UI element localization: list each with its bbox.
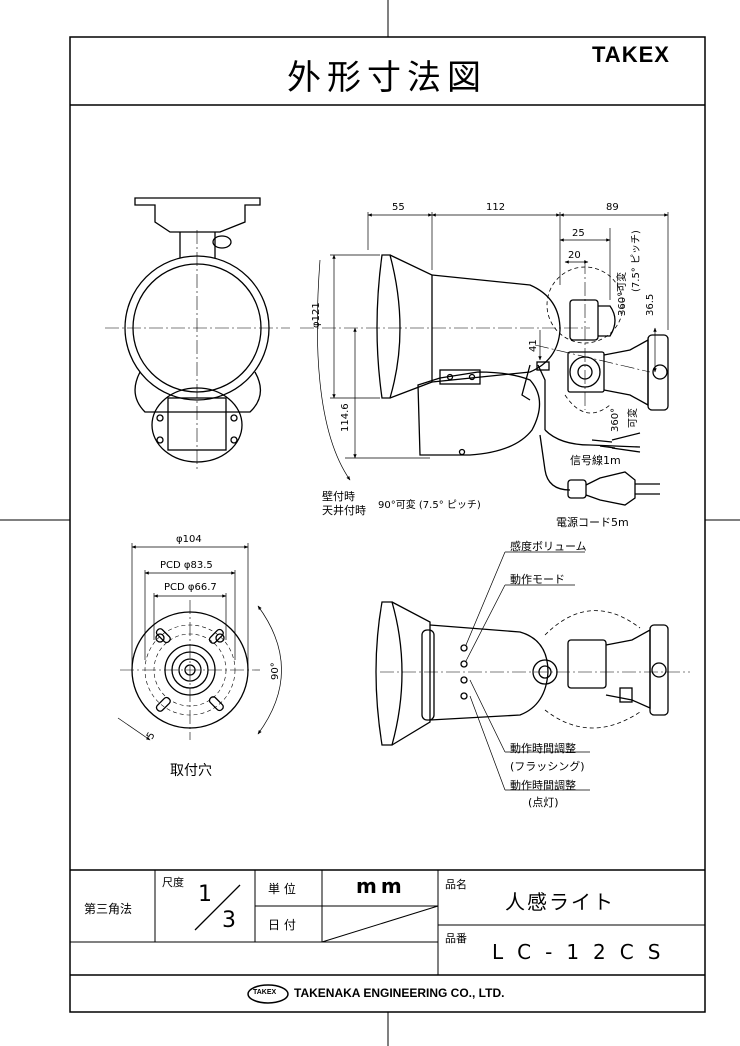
product-number-value: LC-12CS: [492, 940, 675, 964]
power-cord-label: 電源コード5m: [556, 516, 629, 529]
rotate-label-bottom-a: 360°: [610, 407, 621, 432]
dim-20: 20: [568, 250, 581, 261]
dim-phi104: φ104: [176, 534, 202, 545]
side-view: [376, 254, 669, 506]
rotate-label-bottom-b: 可変: [628, 408, 639, 428]
pitch-label-top: (7.5° ピッチ): [631, 230, 642, 292]
footer-logo-badge: TAKEX: [253, 989, 277, 996]
mount-hole-caption: 取付穴: [170, 763, 212, 779]
time-flash-label: 動作時間調整: [510, 742, 576, 755]
sheet-frame: [69, 36, 706, 1013]
time-light-label: 動作時間調整: [510, 779, 576, 792]
signal-wire-label: 信号線1m: [570, 454, 621, 467]
mode-label: 動作モード: [510, 573, 565, 586]
dim-25: 25: [572, 228, 585, 239]
dim-89: 89: [606, 202, 619, 213]
dim-55: 55: [392, 202, 405, 213]
product-name-label: 品名: [445, 878, 467, 891]
tilt-note: 90°可変 (7.5° ピッチ): [378, 500, 481, 511]
dim-112: 112: [486, 202, 506, 213]
title-block-grid: [70, 870, 705, 975]
dim-pcd-66-7: PCD φ66.7: [164, 582, 217, 593]
bottom-view: [375, 601, 669, 746]
front-view-centerlines: [105, 230, 290, 470]
dim-36-5: 36.5: [645, 293, 656, 316]
dim-pcd-83-5: PCD φ83.5: [160, 560, 213, 571]
projection-label: 第三角法: [84, 902, 133, 916]
page-title: 外形寸法図: [287, 58, 487, 98]
company-name: TAKENAKA ENGINEERING CO., LTD.: [294, 986, 505, 1000]
dim-phi121: φ121: [311, 302, 322, 328]
scale-label: 尺度: [162, 876, 184, 889]
time-flash-sub-label: (フラッシング): [510, 760, 585, 773]
dim-114-6: 114.6: [340, 403, 351, 432]
unit-label: 単 位: [268, 882, 296, 896]
time-light-sub-label: (点灯): [528, 796, 559, 809]
scale-denominator: 3: [222, 908, 236, 933]
scale-numerator: 1: [198, 882, 212, 907]
wall-mount-label: 壁付時: [322, 490, 355, 503]
sensitivity-label: 感度ボリューム: [510, 540, 587, 553]
footer-logo-oval: [247, 984, 289, 1004]
mount-hole-centerlines: [120, 600, 260, 740]
rotate-label-top: 360°可変: [617, 271, 628, 316]
mount-hole-dimensions: [117, 543, 282, 741]
side-view-dimensions: [317, 212, 669, 481]
side-view-centerlines: [300, 260, 651, 410]
unit-value: mm: [356, 874, 406, 898]
bottom-view-rotation-arc: [544, 610, 641, 729]
control-leaders: [465, 551, 590, 791]
date-label: 日 付: [268, 918, 296, 932]
side-view-rotation-arcs: [546, 266, 624, 414]
product-name-value: 人感ライト: [505, 890, 615, 914]
product-number-label: 品番: [445, 932, 467, 945]
brand-logo: TAKEX: [592, 42, 670, 67]
dim-41: 41: [528, 339, 539, 352]
dim-90-deg: 90°: [270, 662, 281, 680]
ceiling-mount-label: 天井付時: [322, 504, 366, 517]
